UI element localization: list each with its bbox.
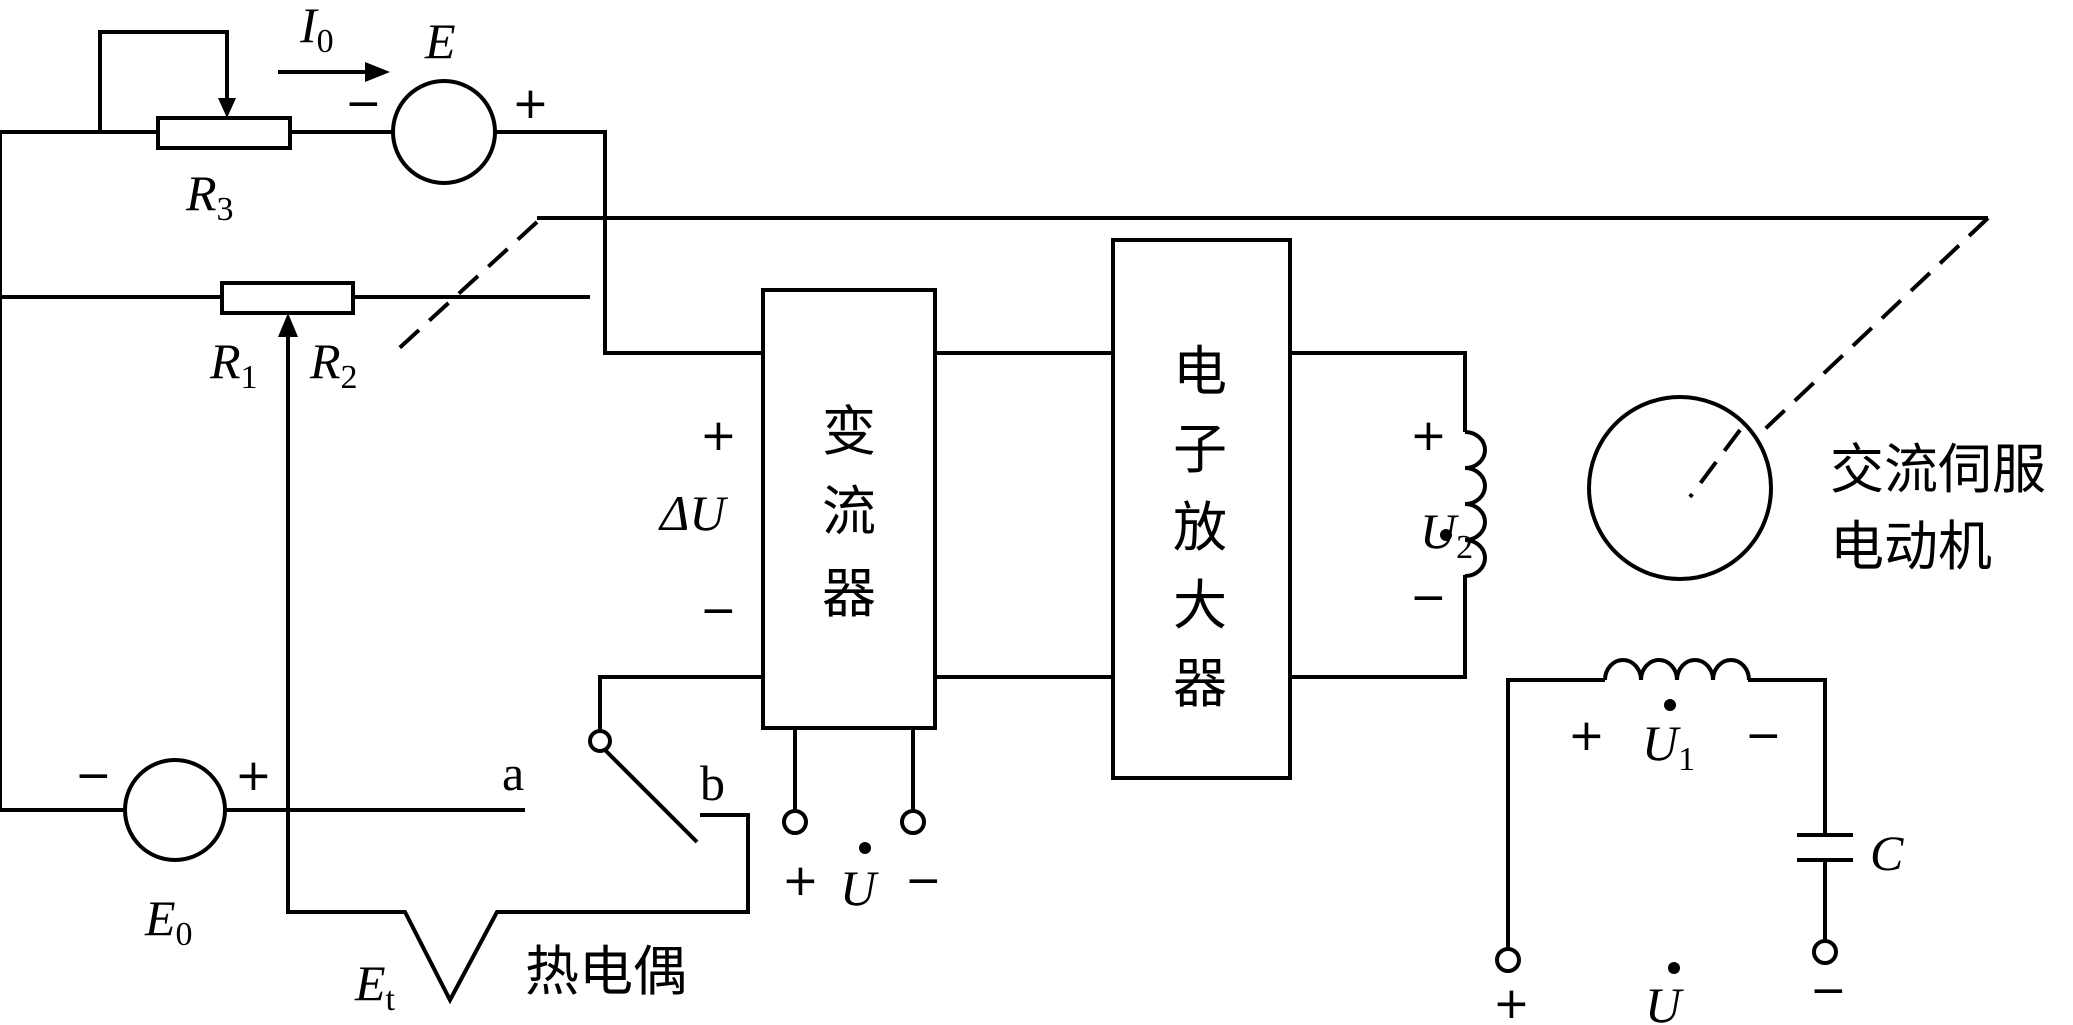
label-i0: I0 [299,0,334,60]
phasor-dot [859,842,871,854]
label-u-minus: − [905,855,942,906]
label-u-ref: U [1645,977,1684,1025]
resistor-r3 [156,116,292,150]
capacitor [1797,833,1853,862]
ref-terminal-plus [1495,947,1521,973]
amplifier-label-1: 电 [1173,340,1227,403]
switch-pivot [588,729,612,753]
label-e: E [424,13,456,69]
label-u1-minus: − [1745,710,1782,761]
amplifier-block [1111,238,1292,780]
r3-wiper-arrow [218,98,236,118]
label-delta-u: ΔU [658,485,728,541]
label-c: C [1870,825,1904,881]
control-winding [1464,430,1487,578]
ac-servo-motor [1587,395,1773,581]
label-u-supply: U [840,860,879,916]
source-e [391,79,497,185]
converter-label-3: 器 [822,562,876,625]
label-b: b [700,755,725,811]
supply-terminal-minus [900,809,926,835]
label-e0-plus: + [235,750,272,801]
label-u1: U1 [1642,715,1695,778]
motor-label-2: 电动机 [1830,515,1992,578]
label-a: a [502,745,524,801]
amplifier-label-4: 大 [1173,574,1227,637]
label-et: Et [354,955,396,1018]
label-e0: E0 [144,890,193,953]
resistor-r1-r2 [220,281,355,315]
amplifier-label-2: 子 [1173,418,1227,481]
label-e-plus: + [512,78,549,129]
ref-terminal-minus [1812,939,1838,965]
label-u2-plus: + [1410,410,1447,461]
label-r1: R1 [209,333,258,396]
label-u2: U2 [1420,503,1473,566]
label-u-plus: + [782,855,819,906]
label-ref-plus: + [1493,978,1530,1025]
converter-label-1: 变 [822,400,876,463]
amplifier-label-3: 放 [1173,496,1227,559]
source-e0 [123,758,227,862]
converter-block [761,288,937,730]
label-u2-minus: − [1410,572,1447,623]
label-r2: R2 [309,333,358,396]
label-e-minus: − [345,78,382,129]
phasor-dot [1668,962,1680,974]
label-r3: R3 [185,165,234,228]
label-du-plus: + [700,410,737,461]
label-ref-minus: − [1810,965,1847,1016]
wires [0,30,1827,1005]
label-u1-plus: + [1568,710,1605,761]
label-thermocouple: 热电偶 [525,940,687,1003]
amplifier-label-5: 器 [1173,652,1227,715]
phasor-dot [1440,529,1452,541]
phasor-dot [1664,699,1676,711]
converter-label-2: 流 [822,480,876,543]
label-du-minus: − [700,585,737,636]
motor-label-1: 交流伺服 [1830,438,2046,501]
supply-terminal-plus [782,809,808,835]
current-arrow [365,62,390,82]
excitation-winding [1603,658,1751,681]
label-e0-minus: − [75,750,112,801]
wiper-arrow [278,313,298,337]
